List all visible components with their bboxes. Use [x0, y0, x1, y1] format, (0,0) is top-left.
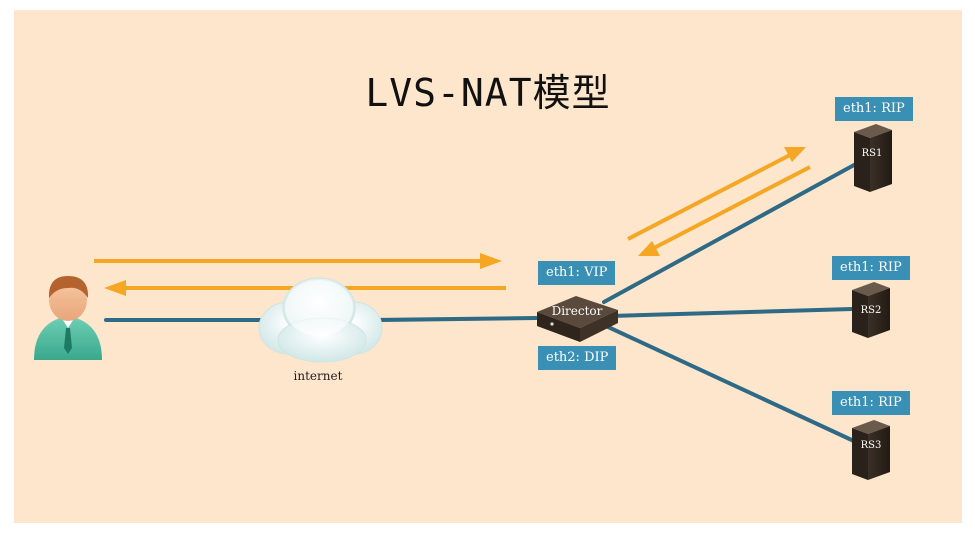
network-links [104, 163, 858, 444]
director-icon [537, 296, 618, 342]
link-director-rs2 [608, 307, 854, 318]
rs3-label: RS3 [861, 440, 882, 451]
request-arrow-to-director [94, 253, 502, 269]
rs1-label: RS1 [862, 148, 883, 159]
cloud-icon [258, 277, 383, 363]
page-title: LVS-NAT模型 [365, 71, 611, 115]
diagram-canvas: LVS-NAT模型 [14, 10, 962, 523]
user-icon [34, 276, 102, 360]
director-label: Director [552, 304, 603, 318]
rs2-label: RS2 [861, 305, 882, 316]
director-vip-tag: eth1: VIP [538, 261, 616, 285]
cloud-label: internet [294, 369, 343, 383]
server-icon [854, 124, 892, 192]
traffic-arrows [94, 147, 811, 296]
rs1-rip-tag: eth1: RIP [835, 97, 913, 121]
request-arrow-to-rs1 [627, 147, 806, 241]
network-diagram: internet Director RS1 RS2 RS3 [34, 124, 892, 480]
director-dip-tag: eth2: DIP [538, 346, 617, 370]
link-director-rs3 [604, 324, 858, 444]
link-director-rs1 [602, 163, 856, 304]
server-icon [852, 420, 890, 480]
rs2-rip-tag: eth1: RIP [832, 256, 910, 280]
server-icon [852, 282, 890, 338]
rs3-rip-tag: eth1: RIP [832, 391, 910, 415]
response-arrow-from-rs1 [638, 165, 811, 256]
link-cloud-director [374, 316, 538, 322]
